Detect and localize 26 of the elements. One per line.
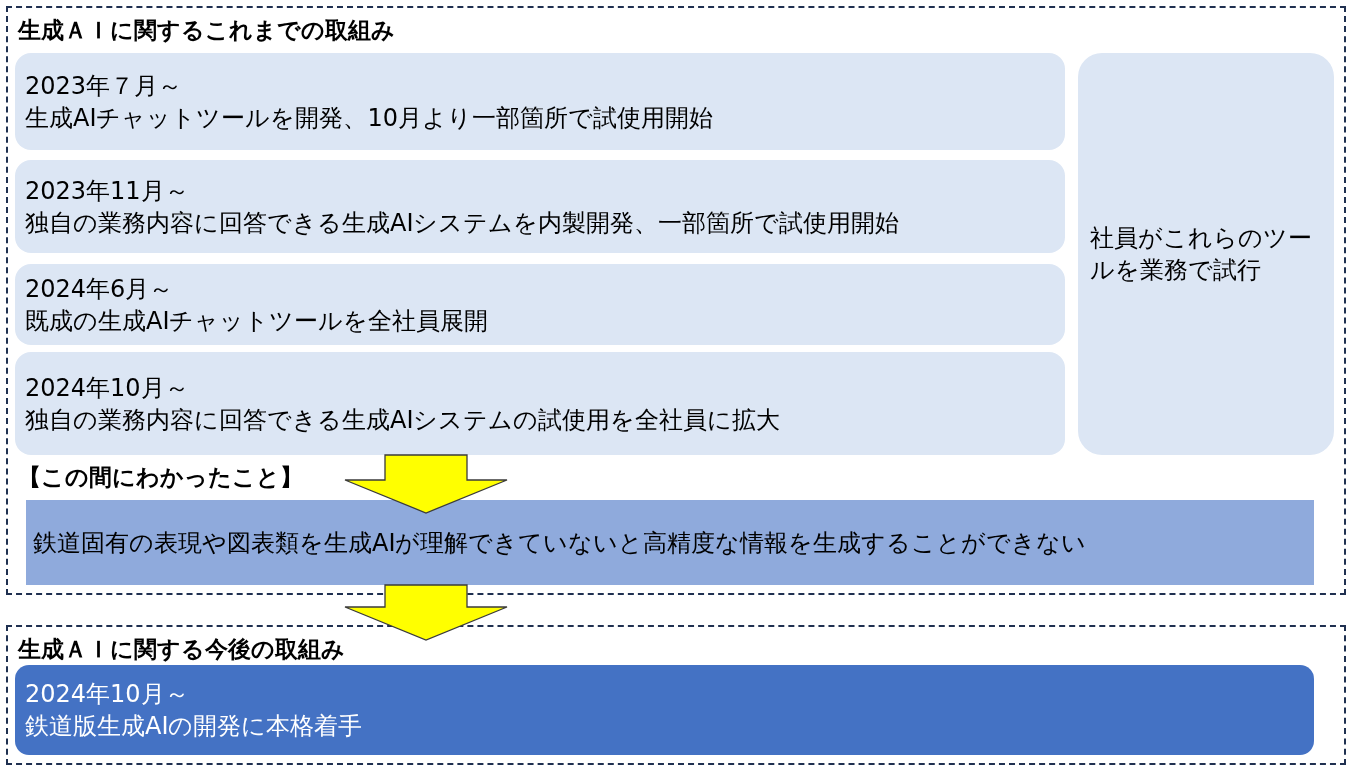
- description-text: 生成AIチャットツールを開発、10月より一部箇所で試使用開始: [25, 102, 714, 134]
- block-arrow: [344, 454, 508, 514]
- description-text: 鉄道版生成AIの開発に本格着手: [25, 711, 363, 742]
- note-text: 社員がこれらのツールを業務で試行: [1090, 223, 1313, 286]
- finding-band: [26, 500, 1314, 585]
- description-text: 独自の業務内容に回答できる生成AIシステムを内製開発、一部箇所で試使用開始: [25, 207, 900, 239]
- plan-card: [15, 665, 1314, 755]
- date-text: 2024年10月～: [25, 679, 189, 710]
- date-text: 2023年７月～: [25, 70, 183, 102]
- description-text: 独自の業務内容に回答できる生成AIシステムの試使用を全社員に拡大: [25, 404, 781, 436]
- section-heading: 【この間にわかったこと】: [18, 463, 303, 492]
- date-text: 2024年10月～: [25, 372, 189, 404]
- finding-text: 鉄道固有の表現や図表類を生成AIが理解できていないと高精度な情報を生成することができない: [33, 527, 1087, 559]
- description-text: 既成の生成AIチャットツールを全社員展開: [25, 305, 489, 337]
- dashed-frame: [6, 625, 1346, 765]
- timeline-card: [15, 53, 1065, 150]
- dashed-frame: [6, 6, 1346, 595]
- timeline-card: [15, 160, 1065, 253]
- timeline-card: [15, 264, 1065, 345]
- frame-title: 生成ＡＩに関する今後の取組み: [18, 635, 345, 664]
- note-card: [1078, 53, 1334, 455]
- frame-title: 生成ＡＩに関するこれまでの取組み: [18, 16, 395, 45]
- timeline-card: [15, 352, 1065, 455]
- block-arrow: [344, 584, 508, 641]
- date-text: 2023年11月～: [25, 175, 189, 207]
- date-text: 2024年6月～: [25, 273, 174, 305]
